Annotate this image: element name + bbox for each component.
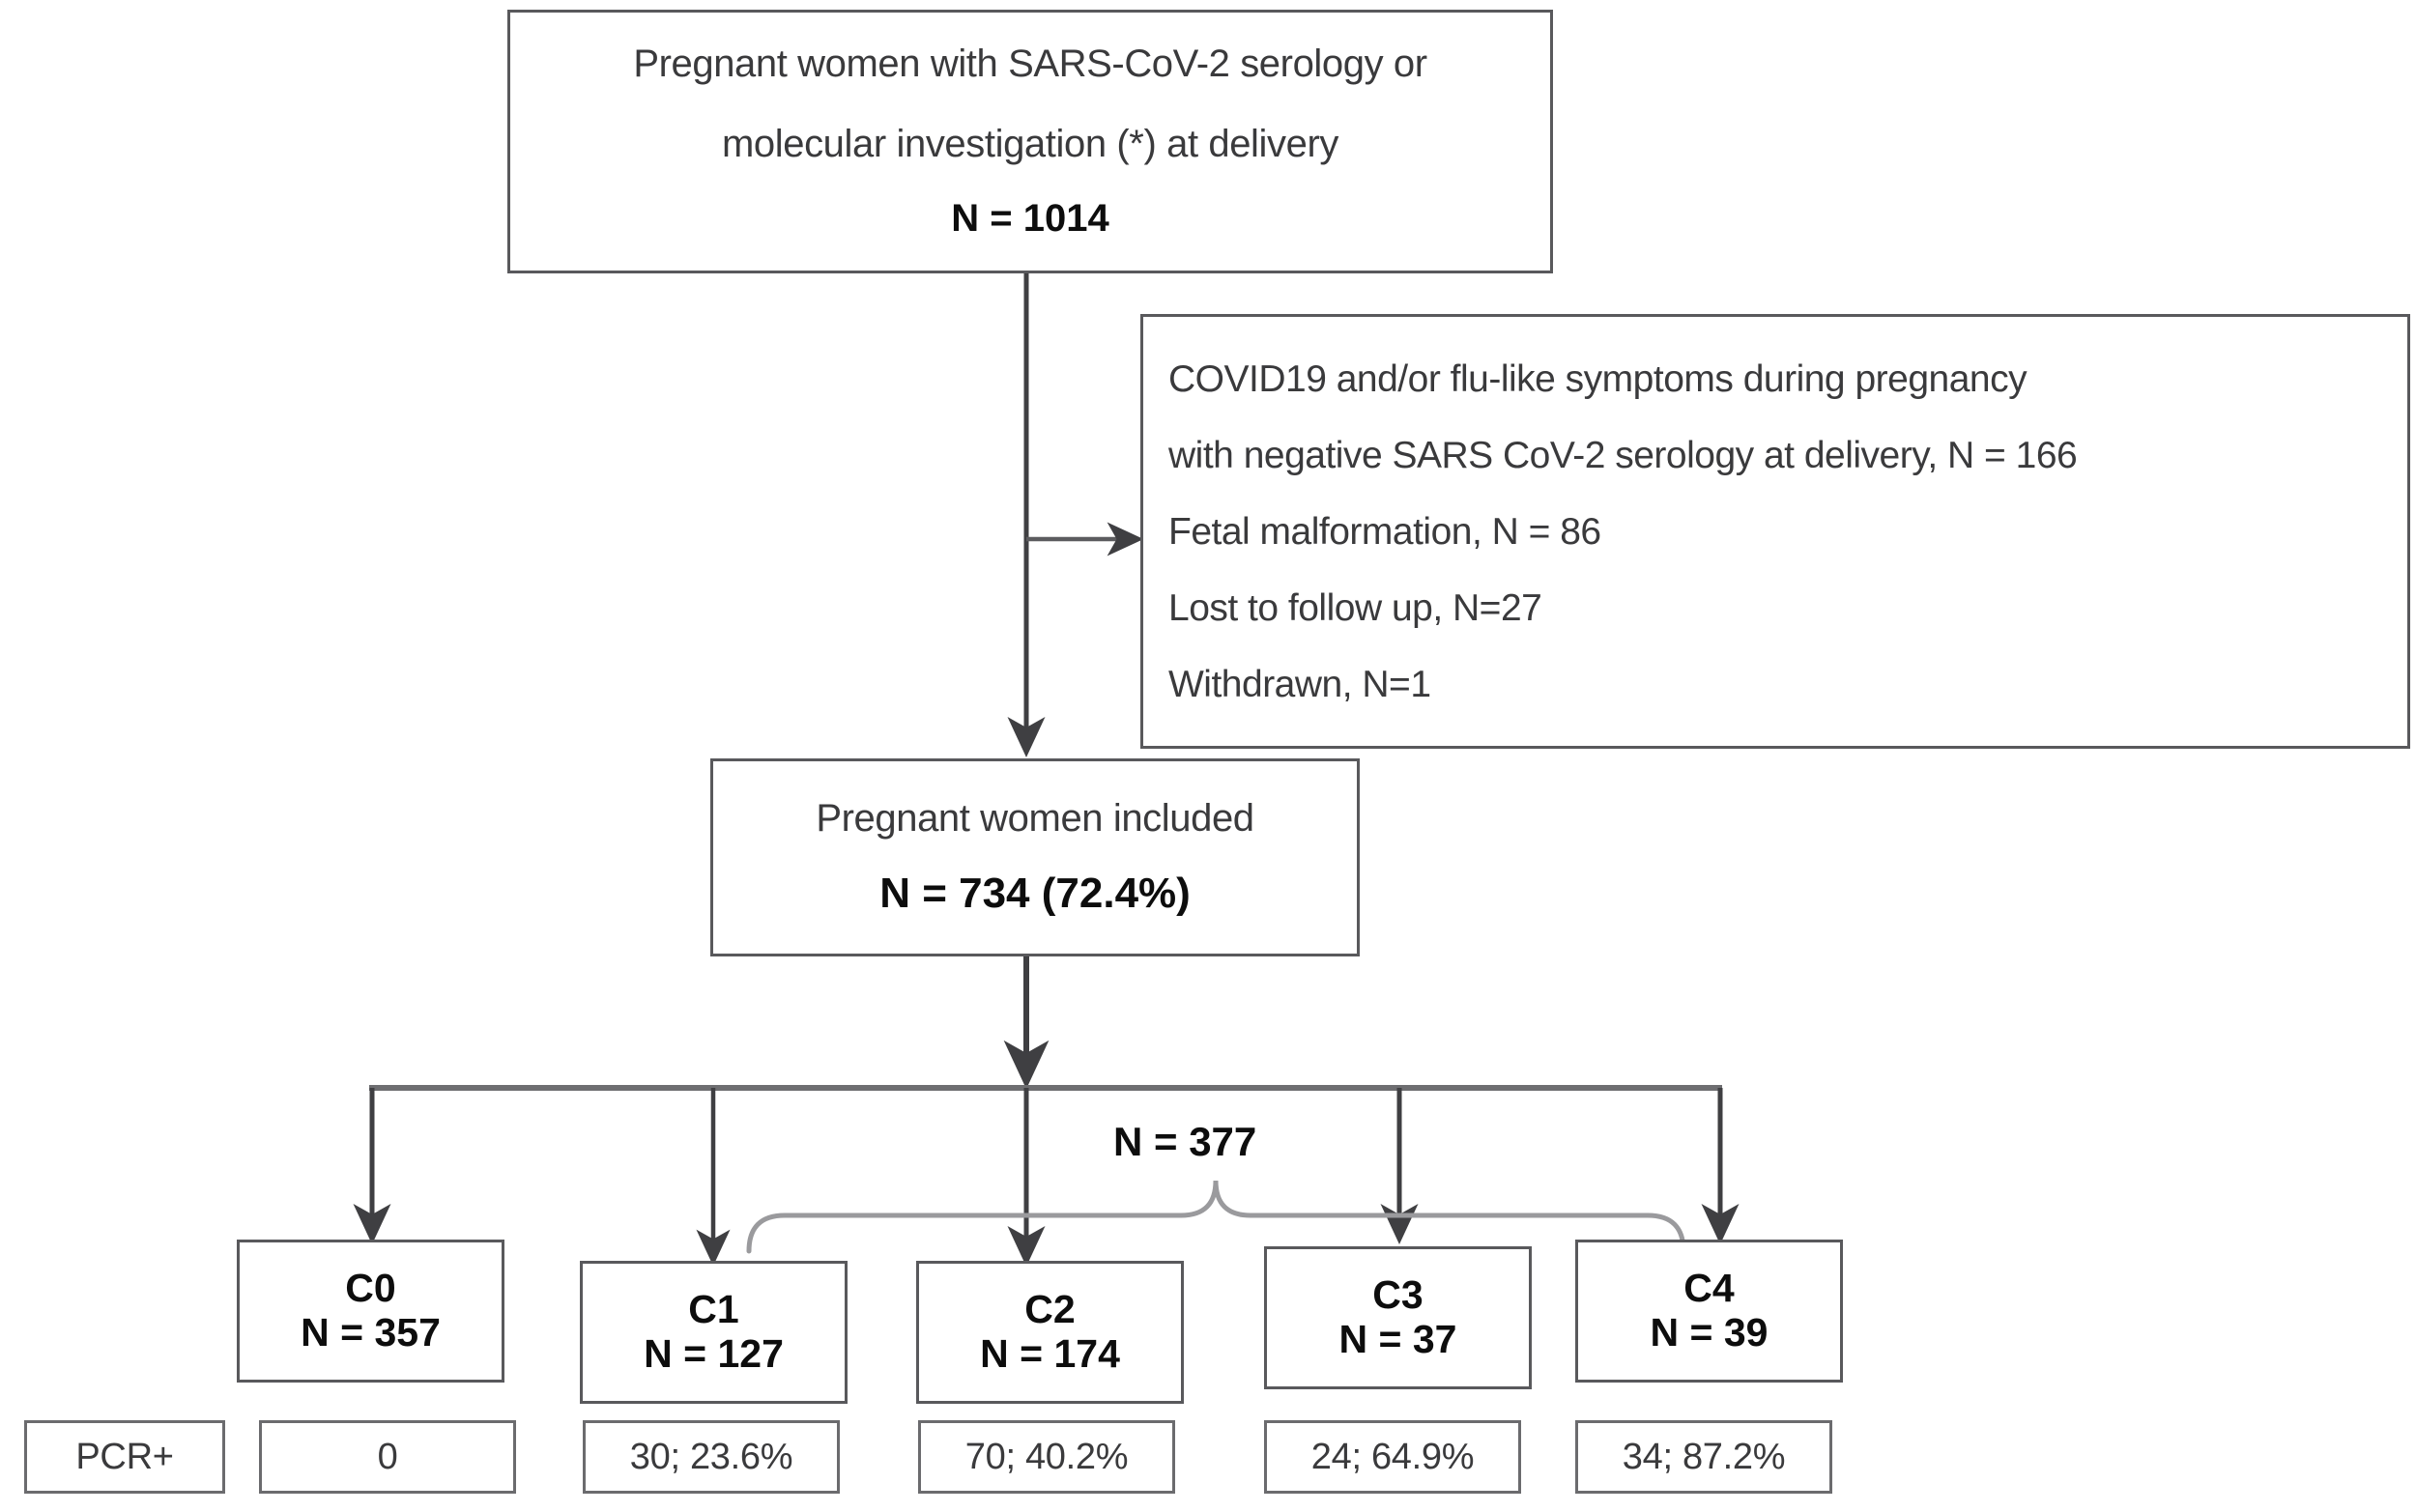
pcr-value-c4: 34; 87.2%: [1622, 1436, 1786, 1477]
group-box-c4: C4 N = 39: [1575, 1240, 1843, 1383]
group-box-c2: C2 N = 174: [916, 1261, 1184, 1404]
group-label-c0: C0: [345, 1266, 396, 1311]
pcr-row-label-box: PCR+: [24, 1420, 225, 1494]
top-box-line-1: Pregnant women with SARS-CoV-2 serology …: [633, 43, 1427, 86]
group-count-c4: N = 39: [1650, 1310, 1769, 1355]
pcr-value-c0: 0: [377, 1436, 398, 1477]
top-box-count: N = 1014: [951, 196, 1109, 240]
group-count-c2: N = 174: [980, 1331, 1120, 1376]
exclusion-box: COVID19 and/or flu-like symptoms during …: [1140, 314, 2410, 749]
pcr-value-c3: 24; 64.9%: [1310, 1436, 1475, 1477]
exclusion-line-3: Fetal malformation, N = 86: [1168, 510, 1601, 553]
pcr-value-box-c1: 30; 23.6%: [583, 1420, 840, 1494]
group-count-c3: N = 37: [1338, 1317, 1457, 1361]
included-box-line-1: Pregnant women included: [816, 796, 1254, 840]
included-box-count: N = 734 (72.4%): [879, 870, 1191, 918]
branch-count-label: N = 377: [1113, 1119, 1257, 1164]
group-box-c3: C3 N = 37: [1264, 1246, 1532, 1389]
group-count-c1: N = 127: [644, 1331, 784, 1376]
exclusion-line-4: Lost to follow up, N=27: [1168, 586, 1542, 629]
pcr-value-c2: 70; 40.2%: [964, 1436, 1129, 1477]
exclusion-line-1: COVID19 and/or flu-like symptoms during …: [1168, 357, 2028, 400]
group-label-c1: C1: [688, 1287, 739, 1332]
pcr-value-c1: 30; 23.6%: [629, 1436, 793, 1477]
group-label-c2: C2: [1024, 1287, 1076, 1332]
group-box-c0: C0 N = 357: [237, 1240, 504, 1383]
group-box-c1: C1 N = 127: [580, 1261, 848, 1404]
pcr-value-box-c0: 0: [259, 1420, 516, 1494]
included-cohort-box: Pregnant women included N = 734 (72.4%): [710, 758, 1360, 956]
pcr-value-box-c3: 24; 64.9%: [1264, 1420, 1521, 1494]
pcr-value-box-c2: 70; 40.2%: [918, 1420, 1175, 1494]
pcr-value-box-c4: 34; 87.2%: [1575, 1420, 1832, 1494]
pcr-row-label: PCR+: [75, 1436, 174, 1477]
brace-c1-to-c4: [746, 1180, 1686, 1254]
group-count-c0: N = 357: [301, 1310, 441, 1355]
top-cohort-box: Pregnant women with SARS-CoV-2 serology …: [507, 10, 1553, 273]
group-label-c3: C3: [1372, 1272, 1424, 1318]
exclusion-line-2: with negative SARS CoV-2 serology at del…: [1168, 434, 2078, 476]
top-box-line-2: molecular investigation (*) at delivery: [721, 123, 1338, 166]
group-label-c4: C4: [1683, 1266, 1735, 1311]
exclusion-line-5: Withdrawn, N=1: [1168, 663, 1431, 705]
